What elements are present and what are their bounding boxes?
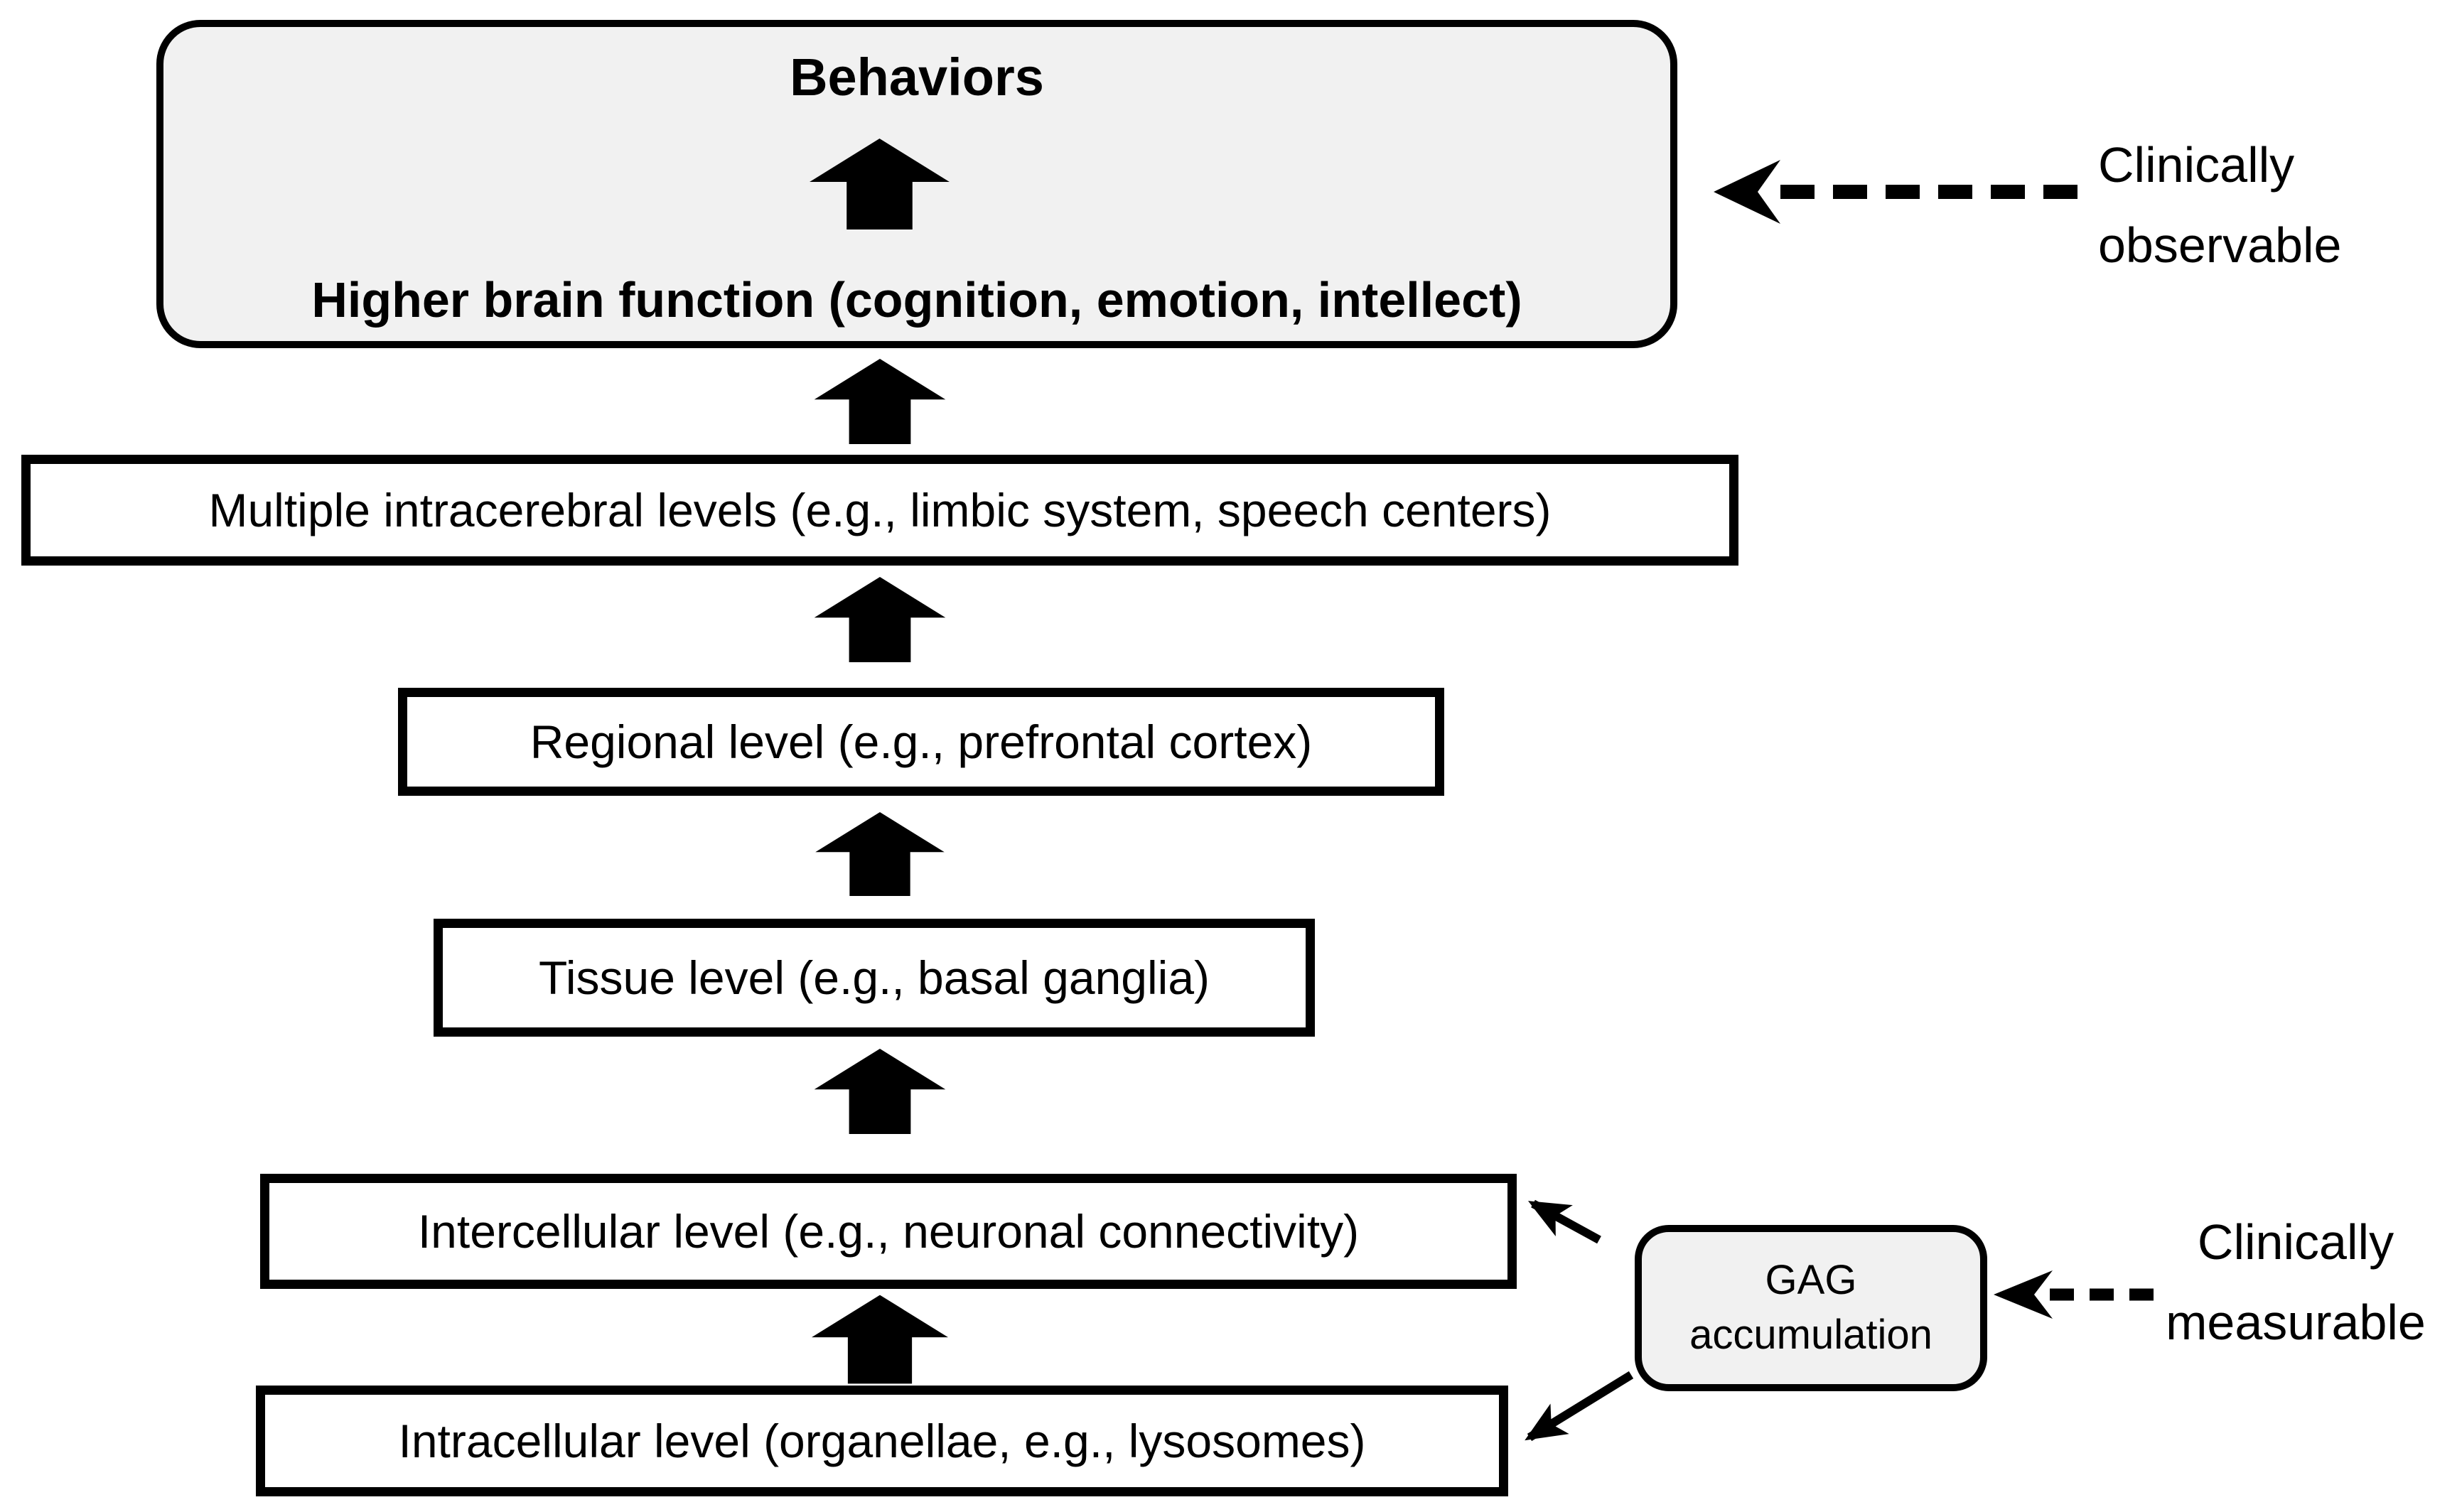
dashed-arrow-icon bbox=[1994, 1270, 2169, 1319]
up-arrow-icon bbox=[815, 812, 945, 896]
level-label: Regional level (e.g., prefrontal cortex) bbox=[530, 715, 1313, 768]
clinically-measurable-line1: Clinically bbox=[2197, 1214, 2394, 1270]
level-box-tissue: Tissue level (e.g., basal ganglia) bbox=[434, 919, 1315, 1037]
gag-accumulation-box: GAG accumulation bbox=[1635, 1225, 1987, 1391]
level-box-intercellular: Intercellular level (e.g., neuronal conn… bbox=[260, 1174, 1517, 1289]
level-box-multiple-intracerebral: Multiple intracerebral levels (e.g., lim… bbox=[21, 455, 1738, 566]
behaviors-box: Behaviors Higher brain function (cogniti… bbox=[156, 20, 1677, 348]
higher-brain-function-label: Higher brain function (cognition, emotio… bbox=[311, 272, 1522, 328]
clinically-measurable-line2: measurable bbox=[2166, 1295, 2426, 1351]
arrow-icon bbox=[1525, 1371, 1634, 1442]
up-arrow-icon bbox=[812, 1295, 948, 1384]
up-arrow-icon bbox=[814, 1049, 946, 1134]
gag-line1: GAG bbox=[1765, 1257, 1857, 1304]
clinically-observable-line1: Clinically bbox=[2098, 137, 2295, 193]
level-label: Intercellular level (e.g., neuronal conn… bbox=[417, 1204, 1360, 1258]
dashed-arrow-icon bbox=[1714, 160, 2080, 224]
level-label: Tissue level (e.g., basal ganglia) bbox=[538, 951, 1210, 1004]
level-label: Multiple intracerebral levels (e.g., lim… bbox=[208, 483, 1552, 536]
level-box-regional: Regional level (e.g., prefrontal cortex) bbox=[398, 688, 1444, 796]
behaviors-title: Behaviors bbox=[790, 48, 1044, 107]
clinically-observable-label: Clinically observable bbox=[2098, 125, 2439, 286]
arrow-icon bbox=[1527, 1199, 1601, 1244]
up-arrow-icon bbox=[814, 359, 946, 444]
clinically-observable-line2: observable bbox=[2098, 217, 2342, 274]
up-arrow-icon bbox=[810, 139, 950, 230]
level-label: Intracellular level (organellae, e.g., l… bbox=[398, 1414, 1366, 1467]
gag-line2: accumulation bbox=[1689, 1312, 1932, 1358]
clinically-measurable-label: Clinically measurable bbox=[2146, 1202, 2445, 1364]
level-box-intracellular: Intracellular level (organellae, e.g., l… bbox=[256, 1386, 1508, 1496]
up-arrow-icon bbox=[814, 577, 946, 662]
